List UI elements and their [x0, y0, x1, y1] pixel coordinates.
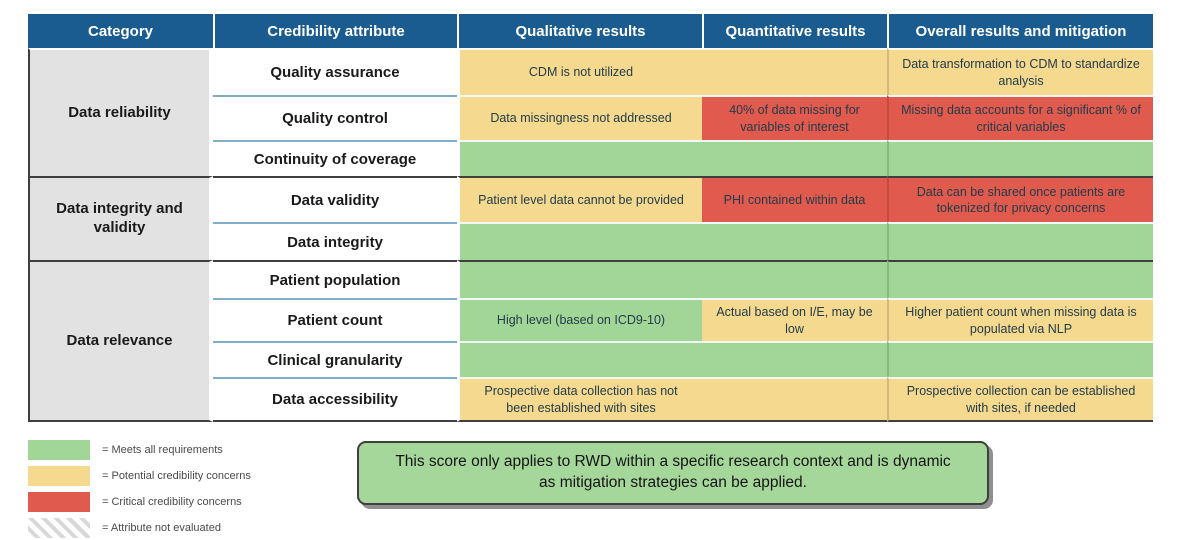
- cell-patient-count-overall: Higher patient count when missing data i…: [887, 298, 1153, 341]
- legend-label: = Potential credibility concerns: [102, 470, 251, 482]
- legend-label: = Critical credibility concerns: [102, 496, 242, 508]
- cell-clinical-granularity-quantitative: [702, 341, 887, 377]
- cell-data-validity-qualitative: Patient level data cannot be provided: [457, 176, 702, 222]
- column-header-category: Category: [28, 14, 213, 48]
- column-header-quantitative-results: Quantitative results: [702, 14, 887, 48]
- callout-text: This score only applies to RWD within a …: [395, 453, 951, 491]
- attribute-clinical-granularity: Clinical granularity: [213, 341, 457, 377]
- score-scope-callout: This score only applies to RWD within a …: [357, 441, 989, 505]
- column-header-qualitative-results: Qualitative results: [457, 14, 702, 48]
- attribute-continuity-of-coverage: Continuity of coverage: [213, 140, 457, 176]
- attribute-quality-control: Quality control: [213, 95, 457, 140]
- legend-item-critical-concerns: = Critical credibility concerns: [28, 492, 251, 512]
- attribute-patient-population: Patient population: [213, 260, 457, 298]
- legend-item-potential-concerns: = Potential credibility concerns: [28, 466, 251, 486]
- credibility-matrix-table: Category Credibility attribute Qualitati…: [28, 14, 1153, 422]
- cell-quality-control-quantitative: 40% of data missing for variables of int…: [702, 95, 887, 140]
- cell-quality-assurance-overall: Data transformation to CDM to standardiz…: [887, 48, 1153, 95]
- category-data-integrity-validity: Data integrity and validity: [28, 176, 213, 260]
- cell-clinical-granularity-overall: [887, 341, 1153, 377]
- cell-patient-count-quantitative: Actual based on I/E, may be low: [702, 298, 887, 341]
- hatched-swatch-icon: [28, 518, 90, 538]
- cell-patient-population-qualitative: [457, 260, 702, 298]
- category-data-relevance: Data relevance: [28, 260, 213, 422]
- cell-patient-count-qualitative: High level (based on ICD9-10): [457, 298, 702, 341]
- attribute-data-integrity: Data integrity: [213, 222, 457, 260]
- attribute-quality-assurance: Quality assurance: [213, 48, 457, 95]
- cell-clinical-granularity-qualitative: [457, 341, 702, 377]
- cell-data-integrity-qualitative: [457, 222, 702, 260]
- attribute-data-validity: Data validity: [213, 176, 457, 222]
- cell-data-accessibility-quantitative: [702, 377, 887, 422]
- status-legend: = Meets all requirements = Potential cre…: [28, 440, 251, 538]
- cell-data-validity-overall: Data can be shared once patients are tok…: [887, 176, 1153, 222]
- cell-quality-assurance-quantitative: [702, 48, 887, 95]
- cell-patient-population-overall: [887, 260, 1153, 298]
- yellow-swatch-icon: [28, 466, 90, 486]
- cell-quality-control-overall: Missing data accounts for a significant …: [887, 95, 1153, 140]
- cell-data-accessibility-overall: Prospective collection can be establishe…: [887, 377, 1153, 422]
- cell-data-integrity-quantitative: [702, 222, 887, 260]
- cell-data-accessibility-qualitative: Prospective data collection has not been…: [457, 377, 702, 422]
- category-data-reliability: Data reliability: [28, 48, 213, 176]
- red-swatch-icon: [28, 492, 90, 512]
- cell-continuity-overall: [887, 140, 1153, 176]
- green-swatch-icon: [28, 440, 90, 460]
- cell-patient-population-quantitative: [702, 260, 887, 298]
- cell-data-integrity-overall: [887, 222, 1153, 260]
- attribute-data-accessibility: Data accessibility: [213, 377, 457, 422]
- legend-item-meets-requirements: = Meets all requirements: [28, 440, 251, 460]
- cell-continuity-qualitative: [457, 140, 702, 176]
- cell-data-validity-quantitative: PHI contained within data: [702, 176, 887, 222]
- legend-item-not-evaluated: = Attribute not evaluated: [28, 518, 251, 538]
- cell-quality-control-qualitative: Data missingness not addressed: [457, 95, 702, 140]
- attribute-patient-count: Patient count: [213, 298, 457, 341]
- cell-continuity-quantitative: [702, 140, 887, 176]
- column-header-overall-results: Overall results and mitigation: [887, 14, 1153, 48]
- column-header-credibility-attribute: Credibility attribute: [213, 14, 457, 48]
- legend-label: = Meets all requirements: [102, 444, 223, 456]
- cell-quality-assurance-qualitative: CDM is not utilized: [457, 48, 702, 95]
- legend-label: = Attribute not evaluated: [102, 522, 221, 534]
